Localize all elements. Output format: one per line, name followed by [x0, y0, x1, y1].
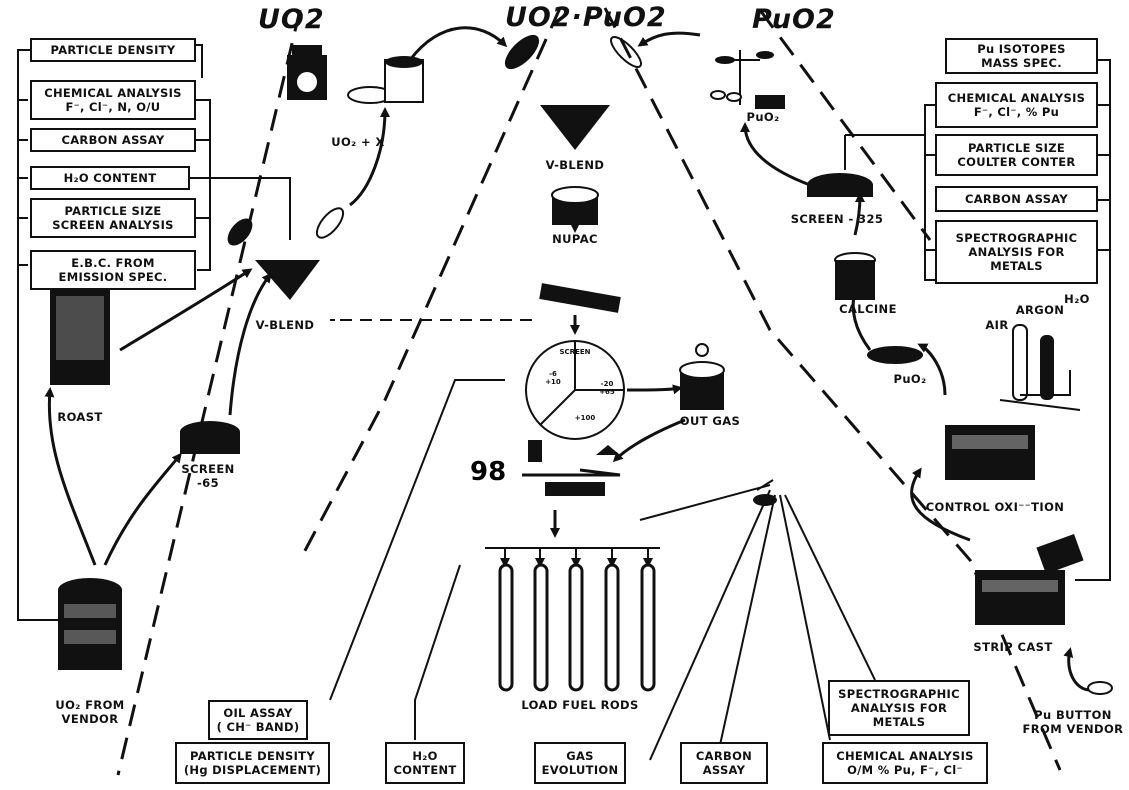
left-box-particle-size: PARTICLE SIZE SCREEN ANALYSIS — [30, 198, 196, 238]
label-screen-325: SCREEN - 325 — [782, 212, 892, 226]
right-box-chemical-analysis: CHEMICAL ANALYSIS F⁻, Cl⁻, % Pu — [935, 82, 1098, 128]
label-puo2-top: PuO₂ — [738, 110, 788, 124]
distribution-manifold — [485, 548, 660, 565]
box-carbon-assay-bottom: CARBON ASSAY — [680, 742, 768, 784]
right-box-carbon-assay: CARBON ASSAY — [935, 186, 1098, 212]
label-v-blend-left: V-BLEND — [245, 318, 325, 332]
screen-wheel-title: SCREEN — [555, 348, 595, 356]
label-uo2-x: UO₂ + X — [318, 135, 398, 149]
label-calcine: CALCINE — [828, 302, 908, 316]
box-gas-evolution: GAS EVOLUTION — [534, 742, 626, 784]
header-puo2: PuO2 — [752, 4, 836, 35]
box-h2o-content: H₂O CONTENT — [385, 742, 465, 784]
box-chemical-analysis-bottom: CHEMICAL ANALYSIS O/M % Pu, F⁻, Cl⁻ — [822, 742, 988, 784]
label-out-gas: OUT GAS — [670, 414, 750, 428]
right-box-pu-isotopes: Pu ISOTOPES MASS SPEC. — [945, 38, 1098, 74]
screen-wheel-segment-3: +100 — [570, 414, 600, 422]
left-box-h2o-content: H₂O CONTENT — [30, 166, 190, 190]
label-argon: ARGON — [1015, 303, 1065, 317]
label-screen-65: SCREEN -65 — [168, 462, 248, 490]
label-air: AIR — [982, 318, 1012, 332]
left-box-ebc: E.B.C. FROM EMISSION SPEC. — [30, 250, 196, 290]
header-uo2: UO2 — [258, 4, 325, 35]
right-box-particle-size: PARTICLE SIZE COULTER CONTER — [935, 134, 1098, 176]
left-box-carbon-assay: CARBON ASSAY — [30, 128, 196, 152]
box-spectrographic-bottom: SPECTROGRAPHIC ANALYSIS FOR METALS — [828, 680, 970, 736]
svg-text:98: 98 — [470, 457, 506, 487]
label-pu-button: Pu BUTTON FROM VENDOR — [1018, 708, 1128, 736]
box-particle-density-hg: PARTICLE DENSITY (Hg DISPLACEMENT) — [175, 742, 330, 784]
header-uo2-puo2: UO2·PuO2 — [505, 2, 667, 33]
label-control-oxidation: CONTROL OXI⁻⁻TION — [915, 500, 1075, 514]
label-load-fuel-rods: LOAD FUEL RODS — [505, 698, 655, 712]
label-h2o: H₂O — [1062, 292, 1092, 306]
screen-wheel-segment-1: -6 +10 — [538, 370, 568, 386]
label-nupac: NUPAC — [535, 232, 615, 246]
label-strip-cast: STRIP CAST — [968, 640, 1058, 654]
left-box-particle-density: PARTICLE DENSITY — [30, 38, 196, 62]
label-v-blend-center: V-BLEND — [535, 158, 615, 172]
right-box-spectrographic: SPECTROGRAPHIC ANALYSIS FOR METALS — [935, 220, 1098, 284]
screen-wheel-segment-2: -20 +65 — [592, 380, 622, 396]
label-uo2-vendor: UO₂ FROM VENDOR — [45, 698, 135, 726]
label-puo2-mid: PuO₂ — [885, 372, 935, 386]
label-roast: ROAST — [40, 410, 120, 424]
left-box-chemical-analysis: CHEMICAL ANALYSIS F⁻, Cl⁻, N, O/U — [30, 80, 196, 120]
box-oil-assay: OIL ASSAY ( CH⁻ BAND) — [208, 700, 308, 740]
